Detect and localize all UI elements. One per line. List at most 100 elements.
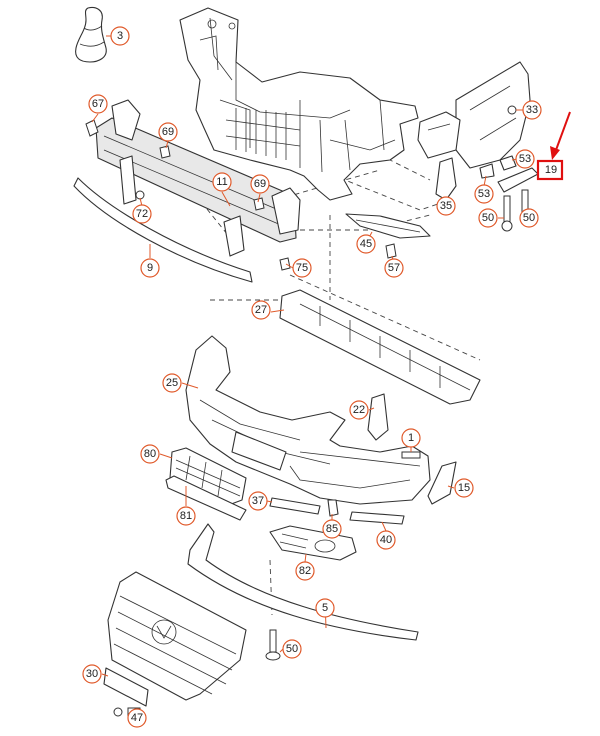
part-27-energy-absorber — [279, 289, 481, 405]
callout-ring — [474, 184, 494, 204]
callout-81: 81 — [176, 506, 196, 526]
callout-ring — [140, 444, 160, 464]
callout-label: 45 — [360, 238, 372, 250]
callout-53: 53 — [474, 184, 494, 204]
callout-ring — [478, 208, 498, 228]
callout-30: 30 — [82, 664, 102, 684]
fender-bracket-assembly — [417, 61, 539, 232]
callout-ring — [140, 258, 160, 278]
bottom-screw-50 — [265, 629, 281, 661]
callout-label: 50 — [523, 212, 535, 224]
callout-75: 75 — [292, 258, 312, 278]
callout-11: 11 — [212, 172, 232, 192]
callout-ring — [212, 172, 232, 192]
callout-1: 1 — [401, 428, 421, 448]
callout-ring — [82, 664, 102, 684]
part-40-trim-strip — [349, 511, 405, 525]
callout-ring — [376, 530, 396, 550]
callout-ring — [251, 300, 271, 320]
callout-37: 37 — [248, 491, 268, 511]
callout-label: 11 — [216, 176, 227, 188]
callout-ring — [401, 428, 421, 448]
callout-47: 47 — [127, 708, 147, 728]
callout-ring — [515, 149, 535, 169]
callout-ring — [132, 204, 152, 224]
callout-label: 35 — [440, 200, 452, 212]
callout-50: 50 — [282, 639, 302, 659]
callout-label: 85 — [326, 523, 338, 535]
part-45-bracket — [345, 213, 431, 259]
callout-40: 40 — [376, 530, 396, 550]
callout-27: 27 — [251, 300, 271, 320]
callout-label: 30 — [86, 668, 98, 680]
highlight-arrow — [555, 111, 571, 151]
callout-ring — [384, 258, 404, 278]
lock-carrier-frame — [179, 7, 419, 201]
callout-label: 47 — [131, 712, 143, 724]
callout-ring — [349, 400, 369, 420]
callout-label: 40 — [380, 534, 392, 546]
callout-ring — [436, 196, 456, 216]
part-25-bumper-cover — [185, 335, 431, 505]
callout-ring — [110, 26, 130, 46]
callout-80: 80 — [140, 444, 160, 464]
callout-label: 67 — [92, 98, 104, 110]
callout-50: 50 — [478, 208, 498, 228]
callout-53: 53 — [515, 149, 535, 169]
callout-label: 53 — [519, 153, 531, 165]
callout-ring — [88, 94, 108, 114]
callout-label: 5 — [322, 602, 328, 614]
callout-ring — [248, 491, 268, 511]
callout-15: 15 — [454, 478, 474, 498]
callout-label: 25 — [166, 377, 178, 389]
callout-22: 22 — [349, 400, 369, 420]
callout-ring — [282, 639, 302, 659]
part-15-side-bracket — [427, 461, 457, 505]
part-1-screw — [401, 451, 421, 459]
callout-ring — [315, 598, 335, 618]
part-11-impact-bar — [95, 99, 301, 257]
callout-label: 75 — [296, 262, 308, 274]
callout-label: 82 — [299, 565, 311, 577]
left-fasteners — [85, 119, 291, 271]
callout-85: 85 — [322, 519, 342, 539]
part-5-spoiler — [187, 523, 419, 641]
callout-label: 37 — [252, 495, 264, 507]
callout-label: 69 — [162, 126, 174, 138]
callout-35: 35 — [436, 196, 456, 216]
callout-label: 81 — [180, 510, 192, 522]
callout-ring — [176, 506, 196, 526]
callout-label: 9 — [147, 262, 153, 274]
callout-82: 82 — [295, 561, 315, 581]
callout-ring — [356, 234, 376, 254]
callout-ring — [295, 561, 315, 581]
callout-label: 33 — [526, 104, 538, 116]
callout-45: 45 — [356, 234, 376, 254]
highlight-arrow-head — [550, 146, 560, 160]
highlighted-part-19: 19 — [536, 111, 571, 181]
callout-label: 15 — [458, 482, 470, 494]
callout-50: 50 — [519, 208, 539, 228]
part-85-clip — [327, 499, 339, 517]
part-3-rubber-boot — [75, 6, 107, 63]
callout-5: 5 — [315, 598, 335, 618]
radiator-grille — [103, 571, 247, 717]
callout-ring — [454, 478, 474, 498]
highlight-label: 19 — [545, 164, 557, 176]
callout-ring — [292, 258, 312, 278]
callout-57: 57 — [384, 258, 404, 278]
callout-67: 67 — [88, 94, 108, 114]
callout-ring — [519, 208, 539, 228]
callout-ring — [322, 519, 342, 539]
callout-label: 69 — [254, 178, 266, 190]
callout-ring — [162, 373, 182, 393]
callout-label: 27 — [255, 304, 267, 316]
highlight-box — [536, 159, 564, 181]
part-37-trim-strip — [269, 497, 321, 515]
callout-69: 69 — [250, 174, 270, 194]
callout-label: 72 — [136, 208, 148, 220]
callout-ring — [158, 122, 178, 142]
callout-ring — [127, 708, 147, 728]
